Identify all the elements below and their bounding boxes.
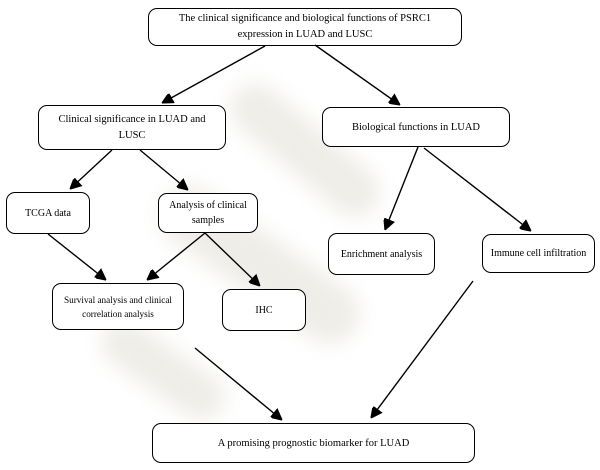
node-ihc: IHC xyxy=(222,289,306,331)
edge-biological_functions-to-immune_cell_infiltration xyxy=(423,147,531,231)
node-survival-correlation-analysis: Survival analysis and clinical correlati… xyxy=(52,283,184,330)
edge-clinical_significance-to-analysis_clinical_samples xyxy=(139,149,188,190)
edge-clinical_significance-to-tcga_data xyxy=(70,149,113,189)
node-conclusion-biomarker: A promising prognostic biomarker for LUA… xyxy=(152,423,475,463)
node-tcga-data: TCGA data xyxy=(6,192,90,234)
node-biological-functions: Biological functions in LUAD xyxy=(322,107,510,147)
edge-top-to-biological_functions xyxy=(314,44,400,105)
node-title-psrc1: The clinical significance and biological… xyxy=(148,8,462,46)
edge-biological_functions-to-enrichment_analysis xyxy=(385,146,419,230)
node-enrichment-analysis: Enrichment analysis xyxy=(328,233,435,275)
node-clinical-significance: Clinical significance in LUAD and LUSC xyxy=(38,105,226,150)
node-immune-cell-infiltration: Immune cell infiltration xyxy=(482,234,595,273)
edge-tcga_data-to-survival_analysis xyxy=(47,233,106,280)
node-analysis-clinical-samples: Analysis of clinical samples xyxy=(158,193,258,233)
edge-immune_cell_infiltration-to-conclusion xyxy=(371,280,474,418)
